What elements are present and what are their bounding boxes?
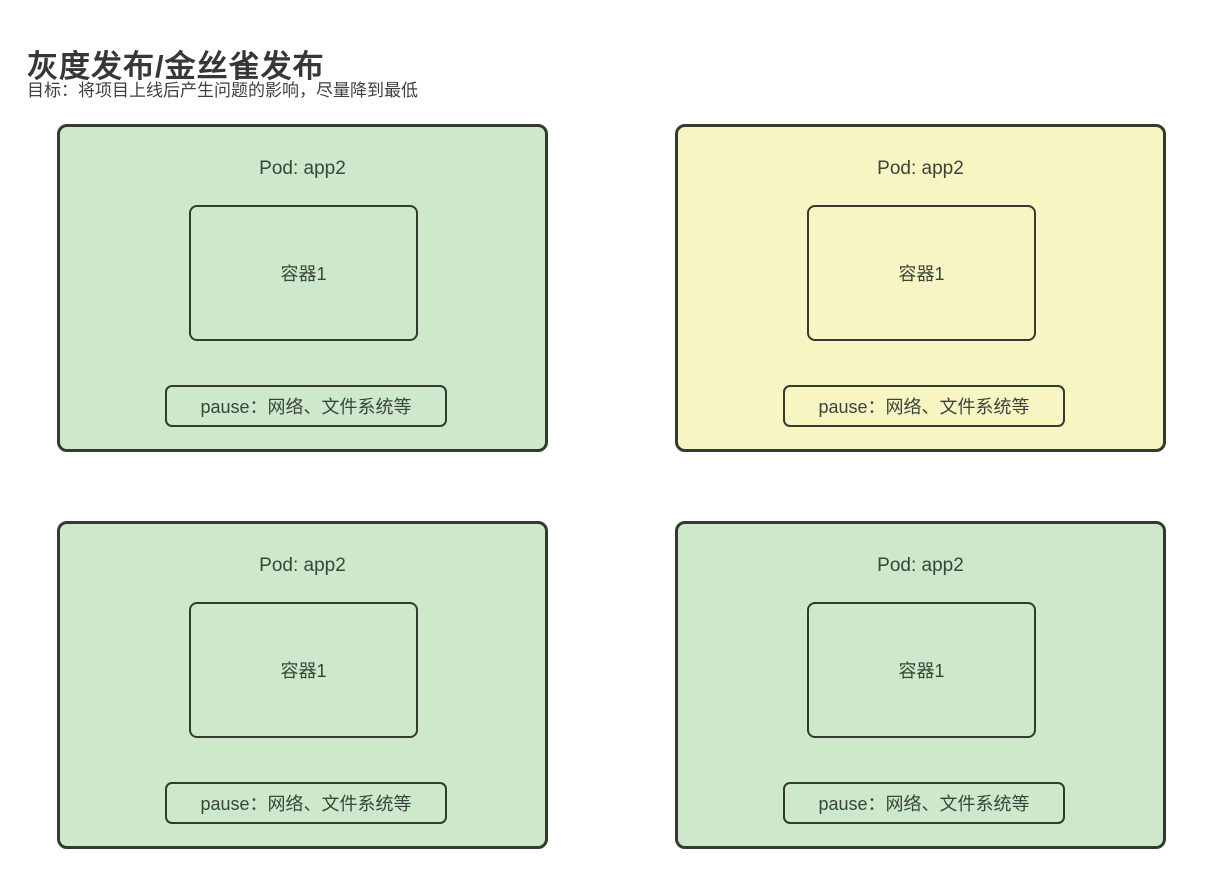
container-label: 容器1 [898,264,945,284]
pause-container-box: pause：网络、文件系统等 [165,385,447,427]
pause-label: pause：网络、文件系统等 [818,397,1030,417]
pause-container-box: pause：网络、文件系统等 [783,385,1065,427]
pause-label: pause：网络、文件系统等 [200,794,412,814]
pause-label: pause：网络、文件系统等 [818,794,1030,814]
pod-name-label: Pod: app2 [877,158,964,179]
page-title: 灰度发布/金丝雀发布 [27,48,325,84]
pause-container-box: pause：网络、文件系统等 [165,782,447,824]
pause-label: pause：网络、文件系统等 [200,397,412,417]
container-label: 容器1 [280,264,327,284]
pod-box-top-left: Pod: app2 容器1 pause：网络、文件系统等 [57,124,548,452]
pod-name-label: Pod: app2 [259,555,346,576]
pod-name-label: Pod: app2 [877,555,964,576]
container-box: 容器1 [189,602,418,738]
pod-name-label: Pod: app2 [259,158,346,179]
pod-box-bottom-left: Pod: app2 容器1 pause：网络、文件系统等 [57,521,548,849]
container-box: 容器1 [189,205,418,341]
page-subtitle: 目标：将项目上线后产生问题的影响，尽量降到最低 [27,81,418,100]
container-label: 容器1 [898,661,945,681]
pod-box-bottom-right: Pod: app2 容器1 pause：网络、文件系统等 [675,521,1166,849]
container-box: 容器1 [807,205,1036,341]
pod-box-top-right: Pod: app2 容器1 pause：网络、文件系统等 [675,124,1166,452]
pause-container-box: pause：网络、文件系统等 [783,782,1065,824]
container-box: 容器1 [807,602,1036,738]
container-label: 容器1 [280,661,327,681]
